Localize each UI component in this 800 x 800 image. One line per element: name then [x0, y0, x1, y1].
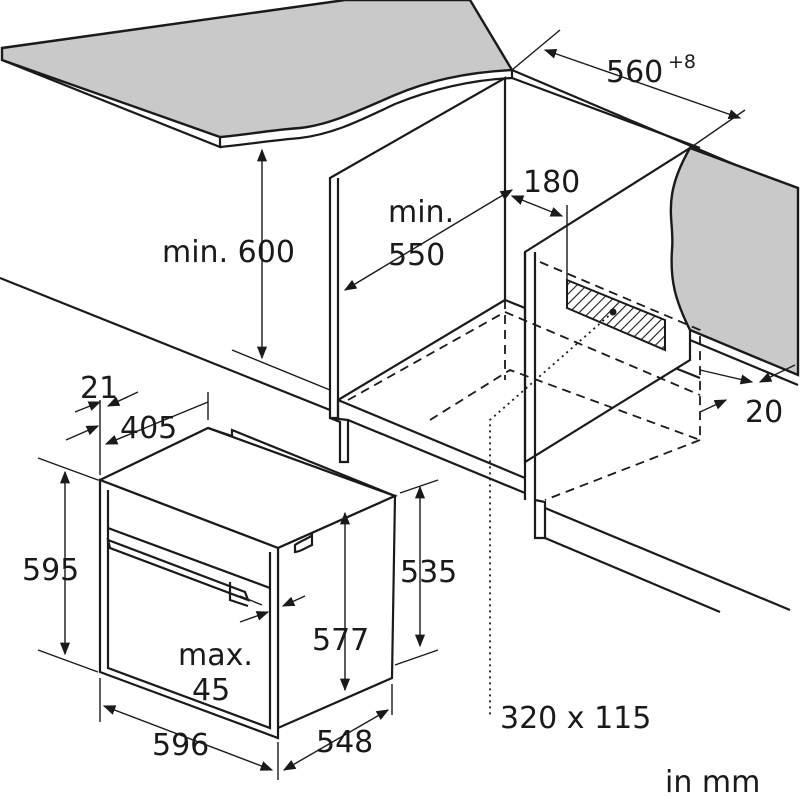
oven-front: [98, 478, 280, 740]
handle-max-line1: max.: [178, 638, 253, 673]
oven-width-label: 596: [152, 728, 209, 763]
handle-offset-label: 405: [120, 411, 177, 446]
niche-min-depth-line2: 550: [388, 238, 445, 273]
niche-min-depth-line1: min.: [388, 195, 454, 230]
oven-dimensions: 21 405 595 535 577 max. 45 596 548: [22, 371, 457, 780]
rear-gap-label: 180: [523, 165, 580, 200]
front-thickness-label: 21: [80, 371, 118, 406]
oven-depth-label: 548: [316, 725, 373, 760]
worktop: [0, 0, 515, 149]
vent-opening: [566, 278, 666, 352]
vent-opening-label: 320 x 115: [500, 701, 651, 736]
handle-max-line2: 45: [192, 673, 230, 708]
side-offset-label: 20: [745, 395, 783, 430]
oven: [97, 426, 398, 740]
worktop-slab: [0, 0, 515, 139]
units-note: in mm: [665, 765, 760, 800]
niche-dimensions: 560 +8 min. 600 min. 550 180 20 320 x 11…: [162, 29, 796, 736]
oven-height-label: 595: [22, 553, 79, 588]
niche-min-height-label: min. 600: [162, 235, 295, 270]
oven-inner-height-label: 577: [312, 623, 369, 658]
niche-width-tolerance: +8: [668, 51, 696, 73]
right-worktop-slab: [669, 146, 800, 377]
oven-body-height-label: 535: [400, 555, 457, 590]
niche-width-label: 560: [606, 55, 663, 90]
